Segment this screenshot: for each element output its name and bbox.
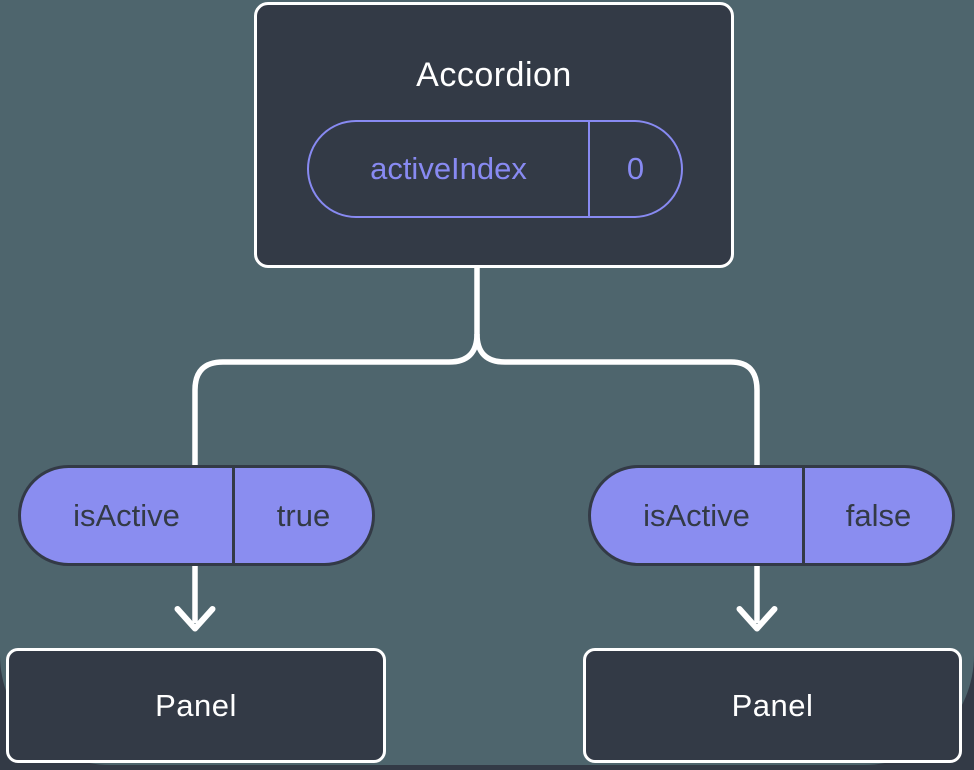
panel-title: Panel	[155, 687, 237, 723]
accordion-node: Accordion activeIndex 0	[254, 2, 734, 268]
prop-value-label: false	[802, 468, 952, 563]
panel-node-right: Panel	[583, 648, 962, 763]
state-pill: activeIndex 0	[307, 120, 683, 218]
panel-node-left: Panel	[6, 648, 386, 763]
prop-pill-right: isActive false	[588, 465, 955, 566]
accordion-node-title: Accordion	[416, 56, 572, 94]
prop-name-label: isActive	[643, 497, 750, 533]
state-value-label: 0	[588, 122, 681, 216]
panel-title: Panel	[731, 687, 814, 723]
prop-name-label: isActive	[73, 497, 180, 533]
state-name-label: activeIndex	[370, 151, 527, 186]
prop-pill-left: isActive true	[18, 465, 375, 566]
prop-value-label: true	[232, 468, 372, 563]
